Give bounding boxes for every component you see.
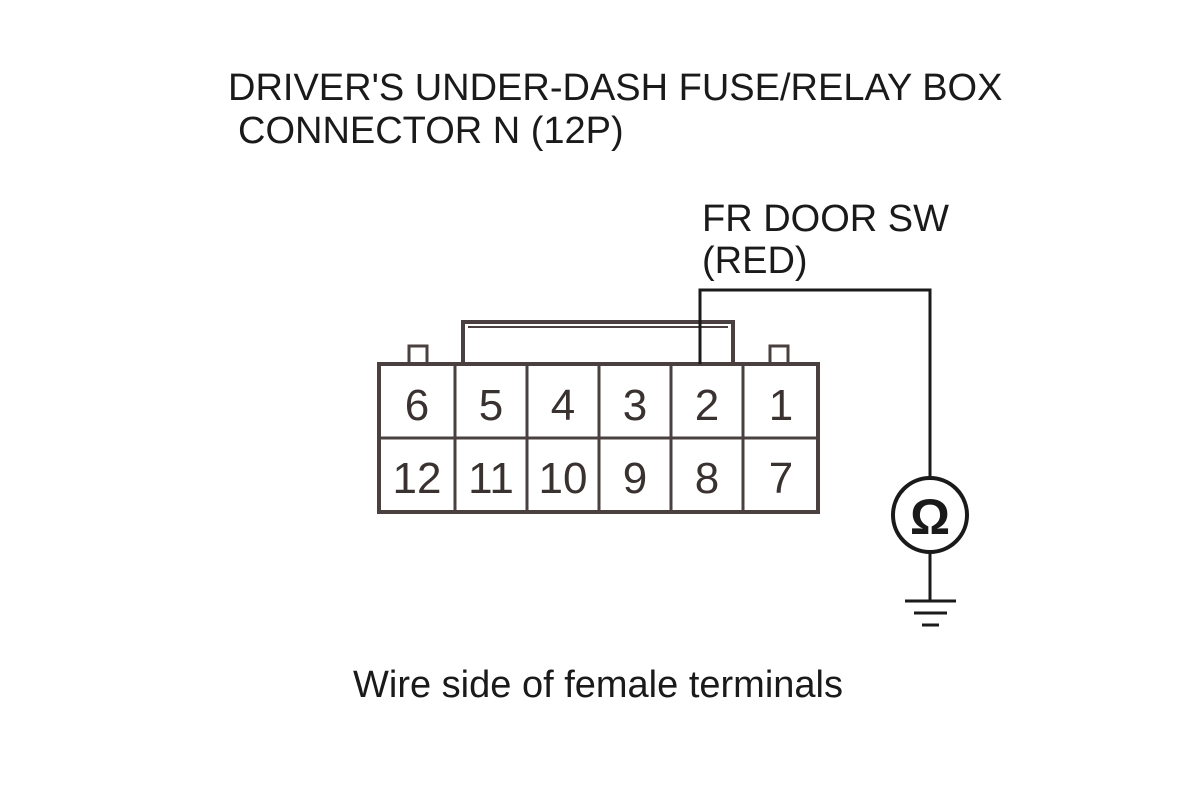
pin-5: 5 — [479, 381, 503, 430]
caption: Wire side of female terminals — [353, 664, 843, 706]
pin-12: 12 — [393, 454, 442, 503]
title-line-1: DRIVER'S UNDER-DASH FUSE/RELAY BOX — [228, 67, 1002, 109]
pin-6: 6 — [405, 381, 429, 430]
test-lead-wire — [698, 288, 932, 478]
pin-8: 8 — [695, 454, 719, 503]
connector-lock-tab — [461, 320, 735, 364]
connector-left-tab — [407, 344, 429, 364]
pin-7: 7 — [769, 454, 793, 503]
pin-11: 11 — [468, 454, 514, 503]
connector-right-tab — [768, 344, 790, 364]
connector-12p: 6 5 4 3 2 1 12 11 10 9 8 7 — [377, 320, 820, 514]
pin-3: 3 — [623, 381, 647, 430]
pin-4: 4 — [551, 381, 575, 430]
pin-10: 10 — [539, 454, 588, 503]
pin-2: 2 — [695, 381, 719, 430]
pin-1: 1 — [769, 381, 793, 430]
wire-label-line-1: FR DOOR SW — [702, 198, 949, 240]
ground-icon — [905, 599, 956, 627]
wire-label-line-2: (RED) — [702, 240, 808, 282]
ohm-symbol: Ω — [910, 489, 950, 545]
pin-9: 9 — [623, 454, 647, 503]
ohmmeter-icon: Ω — [891, 476, 969, 554]
title-line-2: CONNECTOR N (12P) — [238, 110, 624, 152]
